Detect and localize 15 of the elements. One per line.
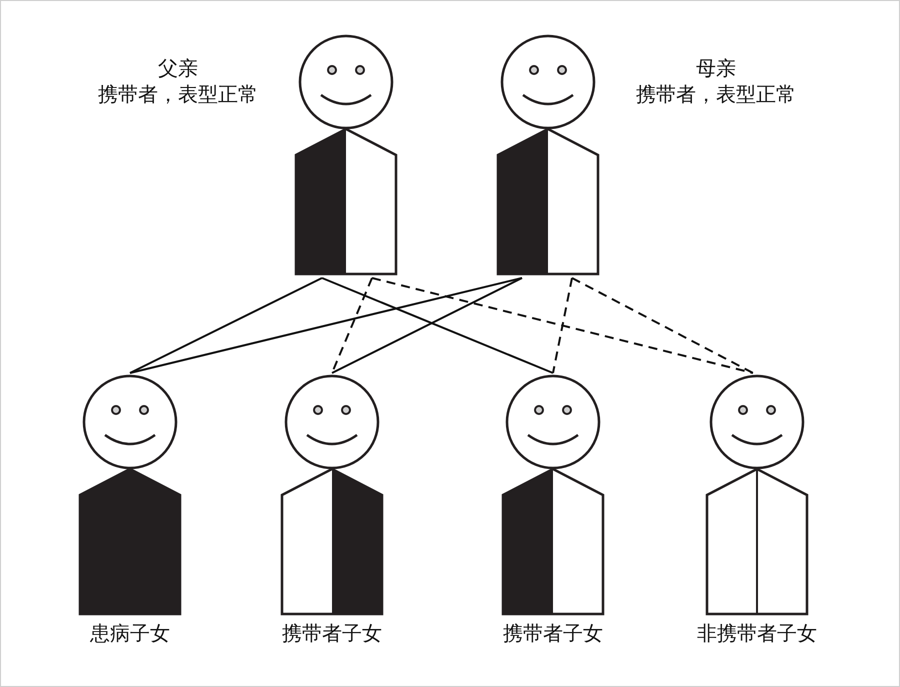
person-label: 携带者，表型正常: [97, 81, 259, 107]
person-label: 携带者子女: [281, 620, 383, 646]
person-heading: 父亲: [157, 55, 199, 81]
connector-line: [572, 277, 754, 374]
connector-line: [130, 277, 522, 374]
connector-line: [130, 277, 322, 374]
connector-line: [332, 277, 522, 374]
connector-line: [552, 278, 573, 374]
connector-line: [322, 277, 554, 374]
person-label: 患病子女: [89, 620, 171, 646]
person-label: 携带者，表型正常: [635, 81, 797, 107]
person-label: 携带者子女: [502, 620, 604, 646]
connector-line: [372, 277, 754, 374]
person-heading: 母亲: [695, 55, 737, 81]
person-label: 非携带者子女: [696, 620, 818, 646]
